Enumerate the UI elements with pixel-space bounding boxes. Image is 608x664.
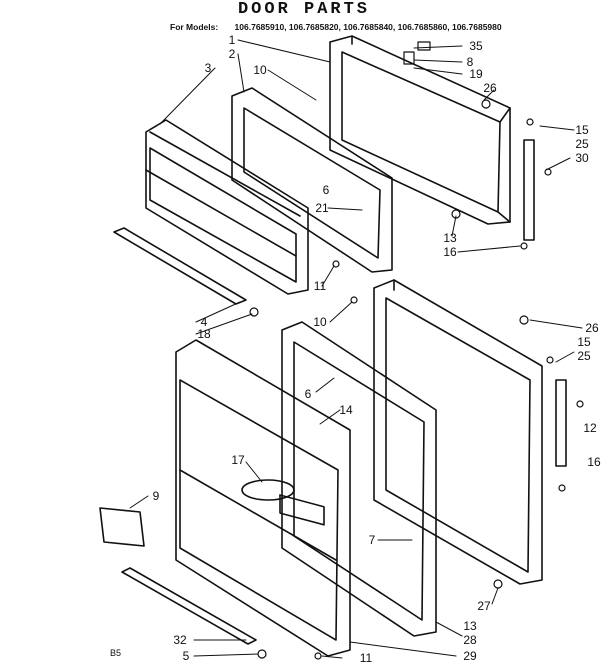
freezer-door-gasket [231,87,393,273]
models-numbers: 106.7685910, 106.7685820, 106.7685840, 1… [234,22,502,32]
part-5 [257,649,267,659]
freezer-shelf-rail [113,227,247,305]
callout-27: 27 [477,599,491,613]
fresh-food-shelf-rail [121,567,257,645]
callout-4: 4 [200,315,208,329]
butter-bin [241,479,295,501]
part-16-upper [520,242,528,250]
callout-11-lower: 11 [359,651,373,664]
callout-21: 21 [315,201,329,215]
fresh-food-door-liner [175,339,351,657]
diagram-code: B5 [110,648,122,658]
dairy-door [99,507,145,547]
fresh-food-door-outer-panel [373,279,543,585]
callout-5: 5 [182,649,190,663]
model-list: For Models: 106.7685910, 106.7685820, 10… [170,22,502,32]
callout-13-upper: 13 [443,231,457,245]
callout-9: 9 [152,489,160,503]
callout-18: 18 [197,327,211,341]
part-16-lower [558,484,566,492]
callout-28: 28 [463,633,477,647]
callout-6-upper: 6 [322,183,330,197]
callout-32: 32 [173,633,187,647]
part-15-upper [526,118,534,126]
fresh-food-door-gasket [281,321,437,637]
part-27 [493,579,503,589]
part-11-lower [314,652,322,660]
fresh-food-hinge-bar [555,379,567,467]
callout-26-lower: 26 [585,321,599,335]
part-15-lower [546,356,554,364]
callout-30: 30 [575,151,589,165]
callout-17: 17 [231,453,245,467]
part-35 [417,41,431,51]
callout-8: 8 [466,55,474,69]
callout-19: 19 [469,67,483,81]
part-26-lower [519,315,529,325]
hardware-parts [249,41,584,660]
part-25-upper [544,168,552,176]
callout-16-lower: 16 [587,455,601,469]
callout-1: 1 [228,33,236,47]
part-18 [249,307,259,317]
callout-11-upper: 11 [313,279,327,293]
callout-26-upper: 26 [483,81,497,95]
callout-35: 35 [469,39,483,53]
leader-lines [129,39,583,659]
freezer-door-liner [145,119,309,295]
models-label: For Models: [170,22,219,32]
callout-10-upper: 10 [253,63,267,77]
callout-16-upper: 16 [443,245,457,259]
callout-10-lower: 10 [313,315,327,329]
freezer-hinge-bar [523,139,535,241]
part-8 [403,51,415,65]
part-11-upper [332,260,340,268]
callout-25-upper: 25 [575,137,589,151]
freezer-door-outer-panel [329,35,511,225]
callout-13-lower: 13 [463,619,477,633]
part-10-lower [350,296,358,304]
callout-15-lower: 15 [577,335,591,349]
part-25-lower [576,400,584,408]
part-26-upper [481,99,491,109]
callout-6-lower: 6 [304,387,312,401]
callout-12: 12 [583,421,597,435]
part-13-upper [451,209,461,219]
page-title: DOOR PARTS [237,0,371,19]
callout-7: 7 [368,533,376,547]
callout-2: 2 [228,47,236,61]
callout-3: 3 [204,61,212,75]
callout-25-lower: 25 [577,349,591,363]
callout-14: 14 [339,403,353,417]
callout-29: 29 [463,649,477,663]
callout-15-upper: 15 [575,123,589,137]
